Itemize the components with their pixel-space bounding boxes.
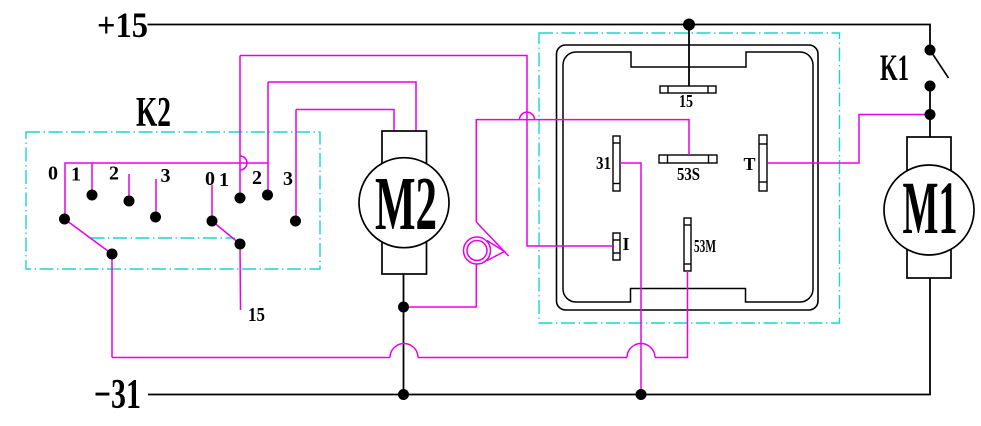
svg-text:53S: 53S <box>677 164 700 184</box>
svg-text:0: 0 <box>48 163 58 185</box>
svg-text:31: 31 <box>596 153 611 173</box>
svg-text:15: 15 <box>248 304 265 326</box>
svg-text:K2: K2 <box>136 90 171 136</box>
svg-text:1: 1 <box>71 164 81 186</box>
svg-text:53M: 53M <box>694 236 716 256</box>
svg-text:1: 1 <box>219 169 229 191</box>
svg-text:−31: −31 <box>94 372 141 418</box>
svg-text:3: 3 <box>283 168 293 190</box>
svg-text:T: T <box>743 154 755 174</box>
svg-text:+15: +15 <box>97 5 148 45</box>
svg-text:0: 0 <box>205 168 215 190</box>
svg-text:3: 3 <box>161 165 171 187</box>
svg-text:15: 15 <box>679 91 693 111</box>
svg-text:M2: M2 <box>375 162 437 246</box>
svg-text:2: 2 <box>252 167 262 189</box>
svg-text:K1: K1 <box>880 48 909 89</box>
svg-text:2: 2 <box>109 163 119 185</box>
svg-text:I: I <box>622 234 629 254</box>
svg-text:M1: M1 <box>903 167 958 250</box>
